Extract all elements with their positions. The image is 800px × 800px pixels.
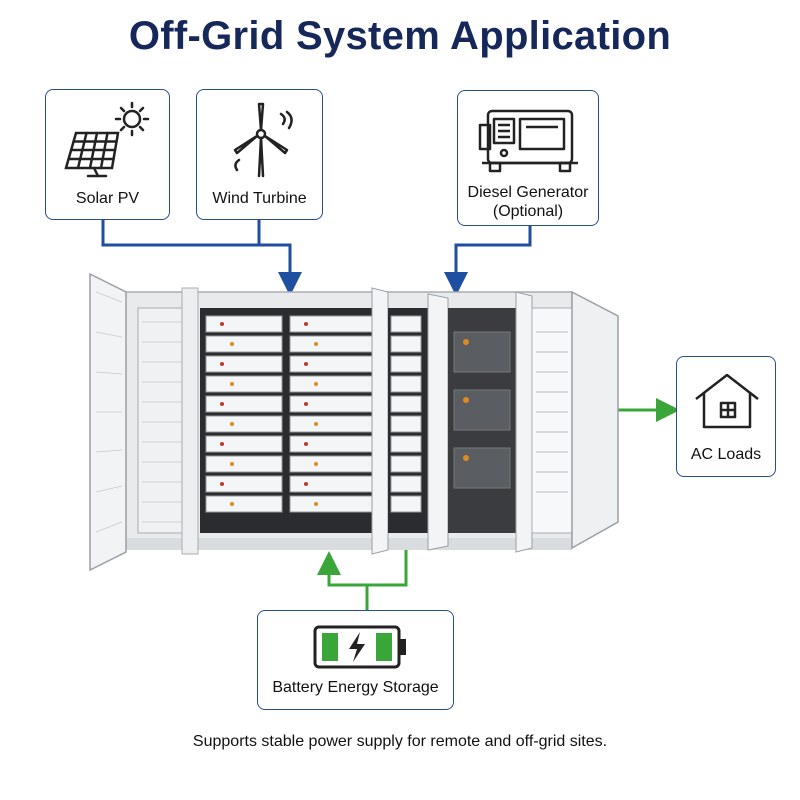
wind-turbine-icon <box>233 102 293 178</box>
middle-open-door <box>371 287 389 555</box>
diesel-generator-label: Diesel Generator <box>467 184 589 201</box>
solar-panel-icon <box>64 101 150 178</box>
diesel-generator-optional-label: (Optional) <box>492 203 564 220</box>
battery-storage-label: Battery Energy Storage <box>272 679 439 696</box>
solar-wind-flow-line <box>101 219 302 296</box>
diesel-generator-box: Diesel Generator (Optional) <box>457 90 599 226</box>
ac-loads-label: AC Loads <box>690 446 762 463</box>
storage-flow-arrow <box>317 551 367 587</box>
solar-pv-label: Solar PV <box>75 190 140 207</box>
battery-storage-box: Battery Energy Storage <box>257 610 454 710</box>
ac-loads-box: AC Loads <box>676 356 776 477</box>
footer-caption: Supports stable power supply for remote … <box>192 733 608 750</box>
house-icon <box>695 373 759 429</box>
storage-flow-line <box>365 550 408 610</box>
wind-turbine-label: Wind Turbine <box>212 190 307 207</box>
bess-container-image <box>89 272 619 572</box>
diesel-flow-line <box>444 224 532 296</box>
battery-icon <box>313 625 406 669</box>
diesel-generator-icon <box>478 109 578 173</box>
solar-pv-box: Solar PV <box>45 89 170 220</box>
right-open-door <box>571 290 619 550</box>
left-mesh-door <box>89 272 127 572</box>
wind-turbine-box: Wind Turbine <box>196 89 323 220</box>
page-title: Off-Grid System Application <box>128 14 672 58</box>
